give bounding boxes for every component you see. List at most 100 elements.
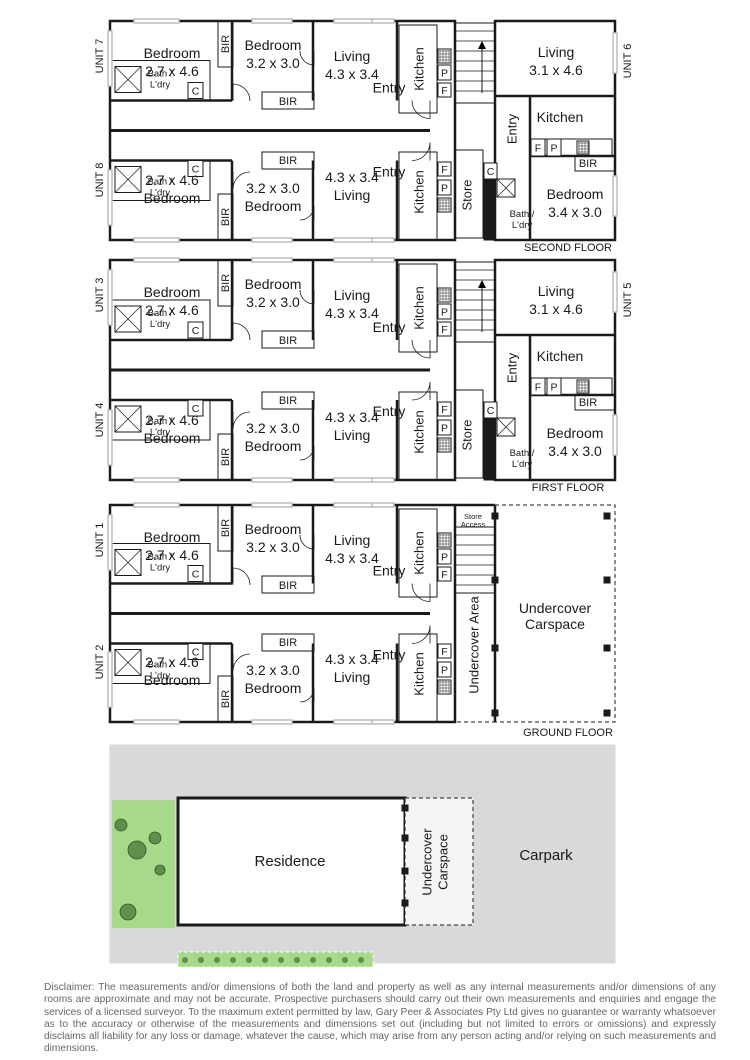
living-label: Living [334,187,371,203]
kitchen-label: Kitchen [411,531,426,574]
store-label: Store [459,419,474,450]
tree-dot [214,957,220,963]
bath-label: Bath / [148,552,173,563]
bir-closet-left [217,193,234,241]
side-bedroom-label: Bedroom [547,425,604,441]
fridge-box-letter: F [441,324,447,336]
entry-label: Entry [373,164,406,180]
pantry-box [437,548,452,565]
carspace-post [491,576,499,584]
living-size: 4.3 x 3.4 [325,169,379,185]
kitchen-bench [398,263,438,353]
window-bedroom-a-side [107,169,113,226]
bedroom-a-size: 2.7 x 4.6 [145,172,199,188]
stair-arrowhead [478,280,486,288]
tree-dot [326,957,332,963]
undercover-area-label: Undercover Area [466,595,481,693]
laundry-label: L'dry [150,188,171,199]
window-bedroom-b [251,477,293,483]
window-bedroom-a [133,719,180,725]
bir-right-label: BIR [279,580,297,592]
unit-name: UNIT 4 [94,403,106,438]
kitchen-bench [398,391,438,481]
site-carspace-label: Undercover [419,828,434,896]
tree-dot [198,957,204,963]
unit-name: UNIT 1 [94,523,106,558]
fridge-box [437,401,452,417]
living-size: 4.3 x 3.4 [325,550,379,566]
side-fridge-box [530,377,546,396]
window-living [333,502,373,508]
carspace-post [401,834,409,842]
kitchen-label: Kitchen [411,286,426,329]
living-door-swing [299,445,315,461]
side-cooktop-icon [576,379,590,394]
bedroom-door-swing [232,171,251,190]
undercover-area [454,592,496,723]
carspace-label-2: Carspace [525,616,585,632]
side-shower-icon-x [496,417,516,437]
bir-left-label: BIR [220,35,232,53]
side-bir-closet [574,394,616,411]
entry-door-swing [411,142,431,161]
pantry-box-letter: P [441,68,448,80]
living-label: Living [334,48,371,64]
window-bedroom-b [251,257,293,263]
entry-door-swing [411,583,431,602]
bedroom-b-size: 3.2 x 3.0 [246,180,300,196]
disclaimer-text: Disclaimer: The measurements and/or dime… [44,982,716,1055]
site-carspace [404,797,474,926]
carpark-label: Carpark [519,847,573,864]
shower-icon-x [114,66,142,93]
tree-dot [230,957,236,963]
side-cupboard-box-letter: C [487,405,495,417]
side-entry-label: Entry [504,352,519,383]
pantry-box [437,179,452,196]
cupboard-box-letter: C [192,569,200,581]
bir-closet-right [261,330,315,349]
kitchen-bench [398,633,438,723]
kitchen-bench [398,151,438,241]
stair-arrowhead [478,41,486,49]
living-door-swing [299,289,315,305]
bedroom-b-label: Bedroom [245,438,302,454]
living-label: Living [334,532,371,548]
bedroom-a-size: 2.7 x 4.6 [145,547,199,563]
living-size: 4.3 x 3.4 [325,66,379,82]
living-size: 4.3 x 3.4 [325,305,379,321]
window-bedroom-a-side [107,30,113,87]
living-door-swing [299,50,315,66]
side-window-living [612,271,618,313]
carspace-post [603,576,611,584]
cupboard-box-letter: C [192,164,200,176]
bir-left-label: BIR [220,208,232,226]
front-garden-strip [177,951,374,968]
window-bedroom-b [251,237,293,243]
side-bedroom-size: 3.4 x 3.0 [548,443,602,459]
living-size: 4.3 x 3.4 [325,651,379,667]
side-window-bedroom [612,175,618,217]
side-bath-label: Bath / [510,209,535,220]
bir-left-label: BIR [220,690,232,708]
garden-area [112,800,175,928]
bir-right-label: BIR [279,96,297,108]
kitchen-bench [398,24,438,114]
window-living-2 [371,18,395,24]
window-bedroom-b [251,719,293,725]
side-pantry-box-letter: P [550,143,557,155]
side-living-size: 3.1 x 4.6 [529,62,583,78]
side-shower-icon-x [496,178,516,198]
carspace-post [491,644,499,652]
bir-closet-right [261,91,315,110]
tree-dot [358,957,364,963]
side-laundry-label: L'dry [512,459,533,470]
bedroom-b-label: Bedroom [245,521,302,537]
site-carspace-label-2: Carspace [435,834,450,890]
living-label: Living [334,669,371,685]
floor-caption: FIRST FLOOR [532,482,605,494]
cupboard-box-letter: C [192,325,200,337]
side-cupboard-box-letter: C [487,166,495,178]
window-bedroom-b [251,502,293,508]
bedroom-b-label: Bedroom [245,37,302,53]
bir-closet-right [261,633,315,652]
